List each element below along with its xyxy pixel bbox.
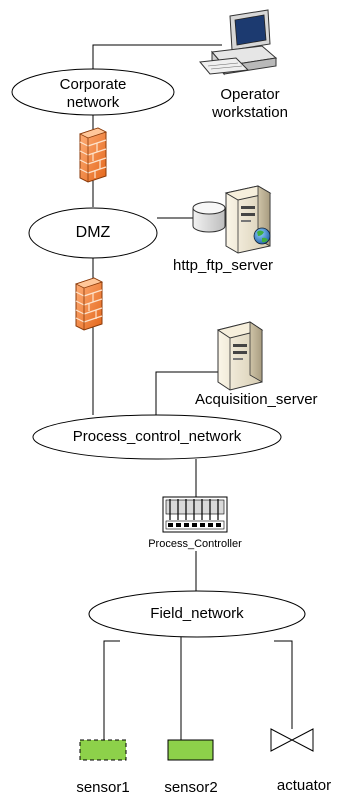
computer-workstation-icon	[199, 9, 278, 76]
operator-workstation-label-line1: Operator	[220, 86, 280, 103]
tower-server-icon-acquisition	[216, 321, 264, 391]
globe-icon	[253, 227, 271, 245]
process-controller-label: Process_Controller	[148, 538, 242, 550]
sensor-block-icon-2	[167, 739, 214, 761]
http-ftp-server-label: http_ftp_server	[173, 257, 274, 274]
process-control-network-label: Process_control_network	[72, 428, 242, 445]
corporate-network-label-line1: Corporate	[59, 76, 127, 93]
database-cylinder-icon	[192, 201, 226, 233]
firewall-icon-upper	[78, 127, 108, 183]
process-control-network-node	[32, 414, 282, 460]
field-network-node	[88, 590, 306, 638]
rack-controller-icon	[162, 496, 228, 533]
sensor2-label: sensor2	[164, 779, 218, 796]
link-workstation-corporate	[92, 44, 222, 70]
operator-workstation-label: Operator workstation	[195, 86, 305, 122]
link-field-actuator	[274, 640, 293, 729]
acquisition-server-label: Acquisition_server	[195, 391, 318, 408]
corporate-network-label-line2: network	[66, 94, 120, 111]
actuator-label: actuator	[276, 777, 332, 794]
dmz-label: DMZ	[75, 224, 111, 241]
sensor-block-icon-1	[79, 739, 127, 761]
firewall-icon-lower	[74, 277, 104, 331]
corporate-network-node	[11, 68, 175, 116]
sensor1-label: sensor1	[76, 779, 130, 796]
dmz-node	[28, 207, 158, 259]
field-network-label: Field_network	[150, 605, 244, 622]
link-field-sensor1	[103, 640, 120, 740]
corporate-network-label: Corporate network	[43, 76, 143, 112]
link-acq-server	[155, 371, 222, 415]
operator-workstation-label-line2: workstation	[212, 104, 288, 121]
valve-actuator-icon	[270, 728, 314, 752]
